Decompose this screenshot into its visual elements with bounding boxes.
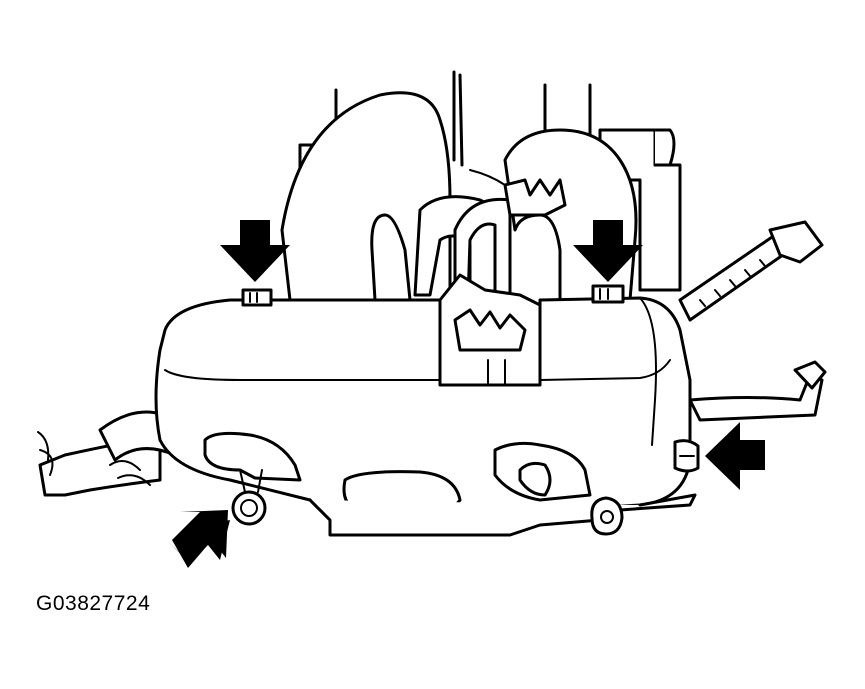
bolt-bottom-left <box>231 469 267 526</box>
figure-code: G03827724 <box>36 592 151 615</box>
callout-arrows <box>168 220 765 568</box>
throttle-cable <box>678 220 827 422</box>
arrow-top-right-icon <box>573 220 643 282</box>
arrow-right-icon <box>705 422 765 490</box>
bolt-top-right <box>591 284 625 304</box>
bolt-right <box>673 439 700 473</box>
bolt-top-left <box>241 288 273 307</box>
bolts <box>231 284 700 526</box>
wiring-harness <box>37 410 177 497</box>
intake-manifold-body <box>154 273 697 537</box>
arrow-top-left-icon <box>220 220 290 282</box>
